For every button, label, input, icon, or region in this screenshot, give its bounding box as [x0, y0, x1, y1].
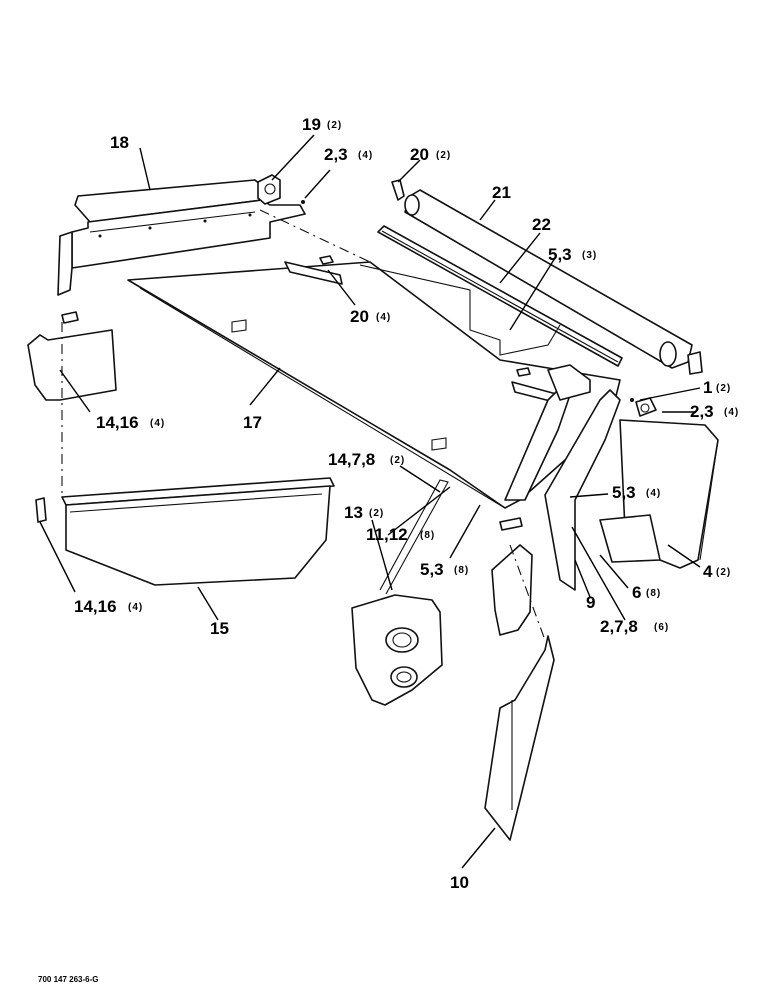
callout-11-12-qty: (8) [420, 530, 435, 541]
part-19-bracket [257, 174, 305, 205]
part-11-12-bracket [491, 517, 533, 636]
part-4-end-cap [599, 419, 719, 569]
callout-18: 18 [110, 133, 129, 152]
callout-5-3-upper: 5,3 (3) [548, 245, 597, 264]
callout-9: 9 [586, 593, 595, 612]
callout-13: 13 (2) [344, 503, 384, 522]
callout-4: 4 (2) [703, 562, 731, 581]
callout-14-7-8-qty: (2) [390, 455, 405, 466]
callout-19-qty: (2) [327, 120, 342, 131]
callout-13-qty: (2) [369, 508, 384, 519]
callout-14-7-8: 14,7,8 (2) [328, 450, 405, 469]
part-20-clips [284, 179, 563, 405]
callout-18-number: 18 [110, 133, 129, 152]
callout-6: 6 (8) [632, 583, 661, 602]
callout-2-3-upper-number: 2,3 [324, 145, 348, 164]
callout-14-16-upper-qty: (4) [150, 418, 165, 429]
callout-20-upper: 20 (2) [410, 145, 451, 164]
callout-20-lower: 20 (4) [350, 307, 391, 326]
callout-14-16-upper: 14,16 (4) [96, 413, 165, 432]
callout-22-number: 22 [532, 215, 551, 234]
callout-14-16-lower-number: 14,16 [74, 597, 117, 616]
callout-9-number: 9 [586, 593, 595, 612]
callout-2-7-8: 2,7,8 (6) [600, 617, 669, 636]
callout-1-number: 1 [703, 378, 712, 397]
callout-17-number: 17 [243, 413, 262, 432]
callout-14-16-lower-qty: (4) [128, 602, 143, 613]
callout-19: 19 (2) [302, 115, 342, 134]
part-9-upright [504, 364, 621, 591]
part-1-spacer [630, 397, 657, 417]
callout-2-3-right-number: 2,3 [690, 402, 714, 421]
callout-5-3-upper-qty: (3) [582, 250, 597, 261]
callout-15: 15 [210, 619, 229, 638]
part-15-lower-panel [35, 477, 335, 586]
callout-21: 21 [492, 183, 511, 202]
callout-5-3-upper-number: 5,3 [548, 245, 572, 264]
callout-20-lower-qty: (4) [376, 312, 391, 323]
callout-20-lower-number: 20 [350, 307, 369, 326]
part-21-tube [404, 189, 703, 375]
part-18-shield [57, 179, 306, 296]
callout-14-7-8-number: 14,7,8 [328, 450, 375, 469]
callout-5-3-lower: 5,3 (8) [420, 560, 469, 579]
callout-14-16-upper-number: 14,16 [96, 413, 139, 432]
callout-5-3-lower-qty: (8) [454, 565, 469, 576]
callout-1-qty: (2) [716, 383, 731, 394]
callout-6-qty: (8) [646, 588, 661, 599]
callout-5-3-middle-number: 5,3 [612, 483, 636, 502]
callout-11-12-number: 11,12 [366, 525, 408, 544]
callout-22: 22 [532, 215, 551, 234]
callout-19-number: 19 [302, 115, 321, 134]
callout-17: 17 [243, 413, 262, 432]
callout-5-3-lower-number: 5,3 [420, 560, 444, 579]
callout-2-7-8-qty: (6) [654, 622, 669, 633]
callout-14-16-lower: 14,16 (4) [74, 597, 143, 616]
leader-lines [39, 134, 701, 869]
callout-4-number: 4 [703, 562, 713, 581]
callout-15-number: 15 [210, 619, 229, 638]
callout-5-3-middle-qty: (4) [646, 488, 661, 499]
callout-11-12: 11,12 (8) [366, 525, 435, 544]
part-13-gearbox [351, 479, 449, 706]
callout-10-number: 10 [450, 873, 469, 892]
callout-20-upper-number: 20 [410, 145, 429, 164]
callout-2-7-8-number: 2,7,8 [600, 617, 638, 636]
part-14-16-bracket-left [27, 311, 117, 495]
callout-1: 1 (2) [703, 378, 731, 397]
callout-4-qty: (2) [716, 567, 731, 578]
callout-21-number: 21 [492, 183, 511, 202]
part-10-lower-shield [484, 544, 555, 841]
callout-20-upper-qty: (2) [436, 150, 451, 161]
callout-5-3-middle: 5,3 (4) [612, 483, 661, 502]
callout-2-3-upper-qty: (4) [358, 150, 373, 161]
callout-13-number: 13 [344, 503, 363, 522]
callout-2-3-right-qty: (4) [724, 407, 739, 418]
callout-10: 10 [450, 873, 469, 892]
callout-2-3-right: 2,3 (4) [690, 402, 739, 421]
callout-2-3-upper: 2,3 (4) [324, 145, 373, 164]
callout-6-number: 6 [632, 583, 641, 602]
drawing-code: 700 147 263-6-G [38, 975, 99, 984]
part-22-strip [359, 225, 623, 367]
